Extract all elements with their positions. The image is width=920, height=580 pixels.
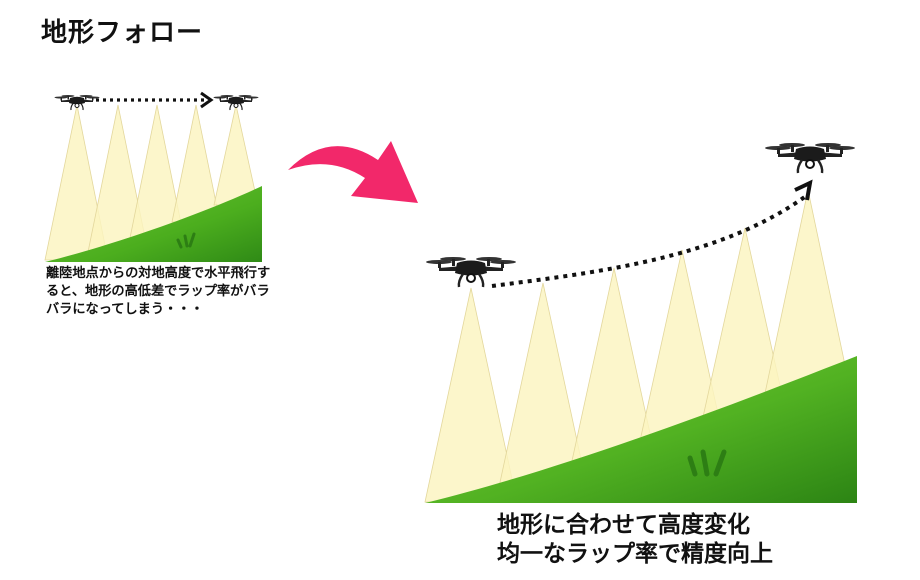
drone-icon <box>212 94 260 111</box>
drone-icon <box>53 94 101 111</box>
right-caption-line-2: 均一なラップ率で精度向上 <box>497 541 773 567</box>
right-caption-line-1: 地形に合わせて高度変化 <box>497 512 750 538</box>
drone-icon <box>763 141 857 175</box>
page-title: 地形フォロー <box>41 18 204 48</box>
left-caption: 離陸地点からの対地高度で水平飛行すると、地形の高低差でラップ率がバラバラになって… <box>46 266 271 317</box>
right-flight-path <box>491 194 808 288</box>
grass-tuft-icon <box>687 449 727 477</box>
arrowhead-icon <box>200 91 214 109</box>
right-scene <box>424 141 857 503</box>
drone-icon <box>424 255 518 289</box>
arrowhead-icon <box>794 179 813 201</box>
curved-arrow-icon <box>288 141 418 203</box>
grass-tuft-icon <box>176 232 196 249</box>
left-scene <box>44 91 262 262</box>
right-hill <box>425 356 857 503</box>
left-hill <box>45 186 262 262</box>
right-footprint-cones <box>424 189 853 503</box>
right-caption: 地形に合わせて高度変化 均一なラップ率で精度向上 <box>497 511 877 569</box>
